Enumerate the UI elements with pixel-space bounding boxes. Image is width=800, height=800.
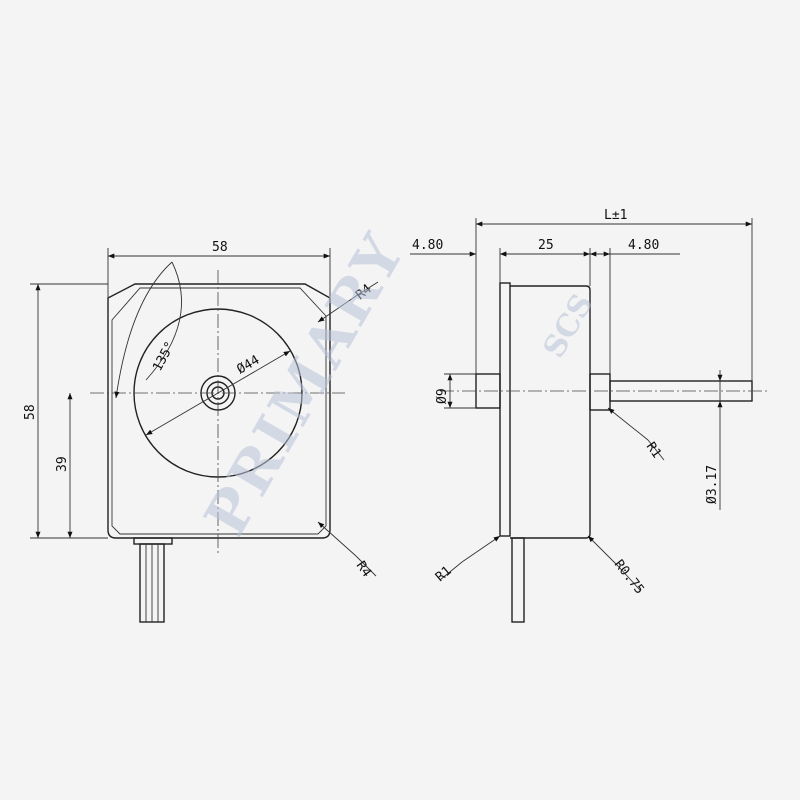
side-view: L±1 4.80 25 4.80 Ø9 Ø3.17 R1 R1 R0.75 bbox=[410, 208, 770, 623]
watermark-sub: SCS bbox=[537, 288, 601, 364]
length-label: L±1 bbox=[604, 208, 627, 223]
radius-bottom-label: R4 bbox=[353, 559, 374, 581]
boss-diameter-label: Ø9 bbox=[435, 388, 450, 404]
left-offset-label: 4.80 bbox=[412, 238, 443, 253]
diameter-line bbox=[145, 350, 291, 436]
watermark: PRIMARY SCS bbox=[191, 221, 600, 547]
body-label: 25 bbox=[538, 238, 554, 253]
radius-top-leader bbox=[317, 295, 357, 323]
housing-outline bbox=[107, 283, 331, 539]
radius-boss-label: R1 bbox=[643, 440, 664, 461]
radius-body-label: R0.75 bbox=[611, 557, 647, 597]
lead-base bbox=[133, 537, 173, 545]
radius-boss-leader bbox=[607, 407, 649, 441]
radius-body-leader bbox=[587, 535, 619, 567]
angle-label: 135° bbox=[150, 339, 178, 374]
angle-arc-return bbox=[145, 261, 183, 381]
width-label: 58 bbox=[212, 240, 228, 255]
housing-inner-outline bbox=[111, 287, 327, 535]
angle-arc bbox=[114, 261, 173, 399]
side-lead bbox=[511, 537, 525, 623]
flange-plate bbox=[499, 282, 511, 537]
height-label: 58 bbox=[23, 404, 38, 420]
right-offset-label: 4.80 bbox=[628, 238, 659, 253]
radius-flange-leader bbox=[461, 535, 501, 563]
diameter-label: Ø44 bbox=[235, 353, 263, 378]
motor-body bbox=[510, 285, 591, 539]
radius-bottom-leader bbox=[317, 521, 357, 557]
shaft-collar bbox=[589, 373, 611, 411]
shaft-diameter-label: Ø3.17 bbox=[705, 465, 720, 504]
center-height-label: 39 bbox=[55, 456, 70, 472]
radius-flange-label: R1 bbox=[433, 564, 455, 586]
